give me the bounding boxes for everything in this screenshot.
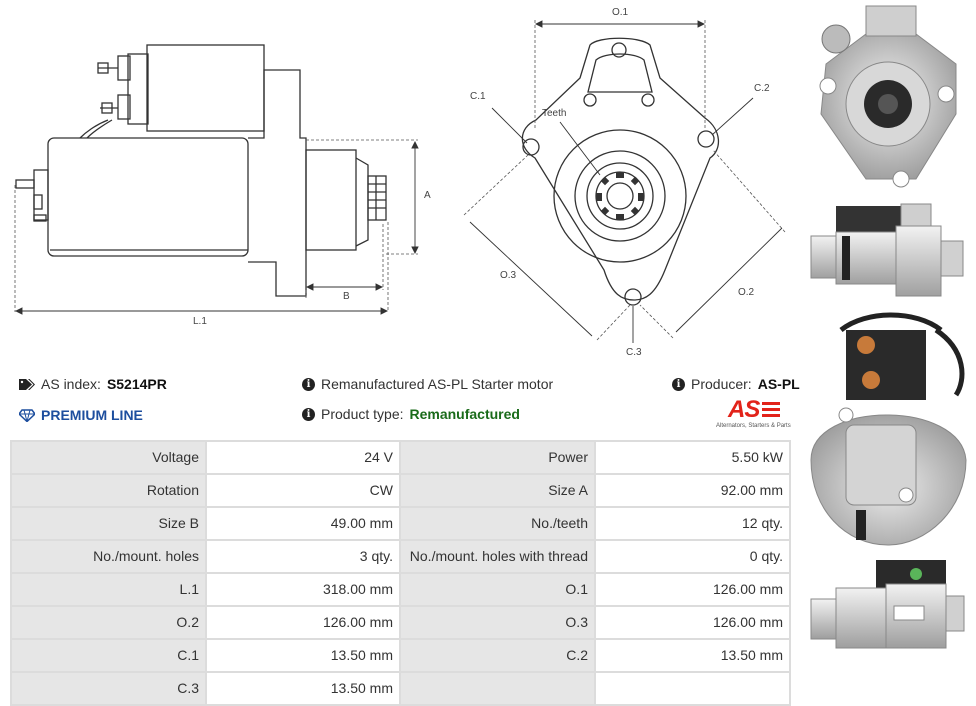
- product-type: i Product type: Remanufactured: [302, 406, 520, 422]
- spec-label: C.3: [10, 671, 207, 706]
- spec-label: L.1: [10, 572, 207, 607]
- spec-label: Size B: [10, 506, 207, 541]
- dim-l1-label: L.1: [193, 316, 207, 327]
- tag-icon: [19, 378, 35, 390]
- spec-label: [399, 671, 596, 706]
- product-description: i Remanufactured AS-PL Starter motor: [302, 376, 553, 392]
- spec-label: Power: [399, 440, 596, 475]
- dim-a-label: A: [424, 190, 431, 201]
- dim-c2-label: C.2: [754, 83, 770, 94]
- info-icon: i: [302, 407, 315, 421]
- teeth-label: Teeth: [542, 108, 567, 119]
- spec-value: 92.00 mm: [594, 473, 791, 508]
- spec-value: 0 qty.: [594, 539, 791, 574]
- dim-o2-label: O.2: [738, 287, 755, 298]
- premium-line-label: PREMIUM LINE: [41, 407, 143, 423]
- producer-label: Producer:: [691, 376, 752, 392]
- product-type-value: Remanufactured: [409, 406, 520, 422]
- product-photo-front[interactable]: [806, 4, 970, 194]
- spec-value: 5.50 kW: [594, 440, 791, 475]
- spec-value: 13.50 mm: [594, 638, 791, 673]
- as-pl-logo[interactable]: AS Alternators, Starters & Parts: [714, 398, 792, 432]
- spec-label: O.1: [399, 572, 596, 607]
- spec-value: 318.00 mm: [205, 572, 401, 607]
- dim-c1-label: C.1: [470, 91, 486, 102]
- spec-value: 126.00 mm: [205, 605, 401, 640]
- spec-value: CW: [205, 473, 401, 508]
- product-photo-side[interactable]: [806, 196, 970, 306]
- logo-stripes-icon: [762, 402, 780, 417]
- spec-label: No./mount. holes: [10, 539, 207, 574]
- dim-o1-label: O.1: [612, 7, 629, 18]
- product-photo-other-side[interactable]: [806, 554, 970, 664]
- spec-label: Rotation: [10, 473, 207, 508]
- producer: i Producer: AS-PL: [672, 376, 800, 392]
- product-photo-rear[interactable]: [806, 310, 970, 550]
- side-view-drawing: [14, 44, 419, 315]
- spec-value: 126.00 mm: [594, 572, 791, 607]
- logo-mark: AS: [728, 396, 760, 423]
- description-text: Remanufactured AS-PL Starter motor: [321, 376, 554, 392]
- front-view-drawing: [463, 20, 786, 343]
- spec-label: C.1: [10, 638, 207, 673]
- spec-value: [594, 671, 791, 706]
- dim-o3-label: O.3: [500, 270, 517, 281]
- premium-line-badge[interactable]: PREMIUM LINE: [19, 407, 143, 423]
- spec-value: 13.50 mm: [205, 671, 401, 706]
- logo-tagline: Alternators, Starters & Parts: [716, 423, 791, 429]
- spec-value: 24 V: [205, 440, 401, 475]
- spec-label: O.3: [399, 605, 596, 640]
- spec-label: C.2: [399, 638, 596, 673]
- spec-value: 12 qty.: [594, 506, 791, 541]
- spec-value: 13.50 mm: [205, 638, 401, 673]
- product-type-label: Product type:: [321, 406, 404, 422]
- as-index-value: S5214PR: [106, 376, 167, 392]
- spec-label: Size A: [399, 473, 596, 508]
- spec-label: No./teeth: [399, 506, 596, 541]
- dim-b-label: B: [343, 291, 350, 302]
- dim-c3-label: C.3: [626, 347, 642, 358]
- diamond-icon: [19, 408, 35, 422]
- spec-label: Voltage: [10, 440, 207, 475]
- spec-value: 126.00 mm: [594, 605, 791, 640]
- spec-value: 3 qty.: [205, 539, 401, 574]
- spec-label: No./mount. holes with thread: [399, 539, 596, 574]
- info-icon: i: [302, 377, 315, 391]
- as-index-label: AS index:: [41, 376, 101, 392]
- as-index: AS index: S5214PR: [19, 376, 167, 392]
- info-icon: i: [672, 377, 685, 391]
- spec-label: O.2: [10, 605, 207, 640]
- producer-value: AS-PL: [757, 376, 800, 392]
- spec-value: 49.00 mm: [205, 506, 401, 541]
